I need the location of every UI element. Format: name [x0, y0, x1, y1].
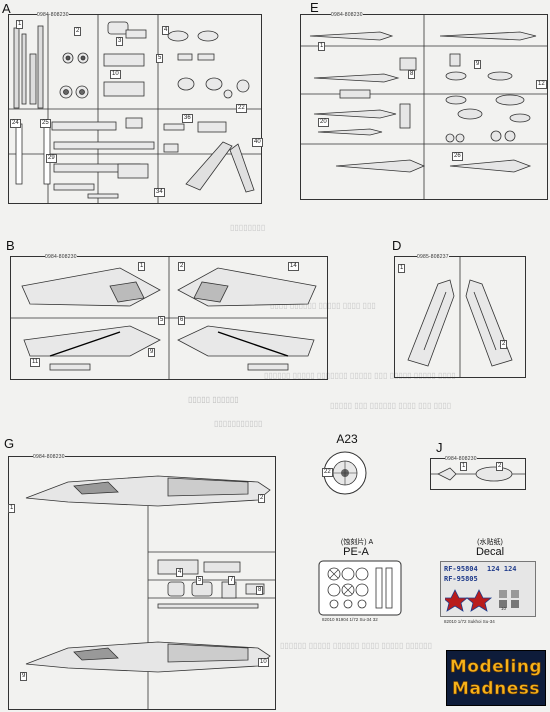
pe-title-cn: (蚀刻片) A — [340, 539, 374, 546]
part-number-g-10: 10 — [258, 658, 269, 667]
modeling-madness-logo: Modeling Madness — [446, 650, 546, 706]
frame-b-label: B — [6, 238, 15, 253]
part-number-a-36: 36 — [182, 114, 193, 123]
a23-part-number: 22 — [322, 468, 333, 477]
part-number-e-8: 8 — [408, 70, 416, 79]
part-number-g-5: 5 — [196, 576, 204, 585]
part-number-a-3: 3 — [116, 37, 124, 46]
frame-g-label: G — [4, 436, 15, 451]
a23-wheel-drawing — [323, 451, 367, 495]
decal-row-2: 124 124 — [487, 565, 517, 573]
sprue-e-parts — [300, 14, 548, 200]
logo-line-1: Modeling — [449, 657, 543, 678]
part-number-g-4: 4 — [176, 568, 184, 577]
part-number-e-9: 9 — [474, 60, 482, 69]
part-number-a-40: 40 — [252, 138, 263, 147]
decal-insignia — [445, 589, 519, 612]
part-number-d-2: 2 — [500, 340, 508, 349]
part-number-j-2: 2 — [496, 462, 504, 471]
sprue-e-code: 0984-808230 — [331, 12, 363, 18]
part-number-g-8: 8 — [256, 586, 264, 595]
part-number-d-1: 1 — [398, 264, 406, 273]
decal-secondary: 10 — [501, 606, 507, 611]
part-number-a-5: 5 — [156, 54, 164, 63]
a23-label: A23 — [336, 432, 358, 446]
part-number-a-34: 34 — [154, 188, 165, 197]
decal-footer: 82010 1/72 Sukhoi Su-34 — [444, 619, 495, 624]
ghost-text-7: ▯▯▯▯▯▯ ▯▯▯▯▯ ▯▯▯▯▯▯ ▯▯▯▯ ▯▯▯▯▯ ▯▯▯▯▯▯ — [280, 641, 432, 650]
part-number-b-2: 2 — [178, 262, 186, 271]
ghost-text-2: ▯▯▯▯ ▯▯▯▯▯▯ ▯▯▯▯▯ ▯▯▯▯ ▯▯▯ — [270, 301, 376, 310]
sprue-j-parts — [430, 466, 526, 482]
sprue-a-parts — [8, 14, 262, 204]
part-number-b-6: 6 — [178, 316, 186, 325]
part-number-b-9: 9 — [148, 348, 156, 357]
ghost-text-4: ▯▯▯▯▯ ▯▯▯▯▯▯ — [188, 395, 239, 404]
sprue-g-parts — [25, 475, 276, 710]
pe-fret-drawing — [318, 560, 402, 616]
part-number-g-2: 2 — [258, 494, 266, 503]
part-number-j-1: 1 — [460, 462, 468, 471]
part-number-b-1: 1 — [138, 262, 146, 271]
sprue-j-code: 0984-808230 — [445, 456, 477, 462]
decal-row-1: RF-95804 — [444, 565, 478, 573]
part-number-a-24: 24 — [10, 119, 21, 128]
sprue-frame-g: 0984-808230 — [8, 454, 276, 710]
decal-sheet: RF-95804 124 124 RF-95805 10 — [440, 561, 536, 617]
part-number-a-25: 25 — [40, 119, 51, 128]
part-number-a-4: 4 — [162, 26, 170, 35]
pe-title-en: PE-A — [343, 546, 369, 558]
ghost-text-3: ▯▯▯▯▯▯ ▯▯▯▯▯ ▯▯▯▯▯▯▯ ▯▯▯▯▯ ▯▯▯ ▯▯▯▯▯ ▯▯▯… — [264, 371, 456, 380]
sprue-d-parts — [407, 256, 513, 378]
sprue-b-code: 0984-808230 — [45, 254, 77, 260]
part-number-g-9: 9 — [20, 672, 28, 681]
part-number-b-11: 11 — [30, 358, 41, 367]
part-number-a-29: 29 — [46, 154, 57, 163]
decal-row-3: RF-95805 — [444, 575, 478, 583]
part-number-e-12: 12 — [536, 80, 547, 89]
part-number-g-1: 1 — [8, 504, 16, 513]
part-number-b-5: 5 — [158, 316, 166, 325]
frame-j-label: J — [436, 440, 443, 455]
decal-title-cn: (水贴纸) — [477, 539, 503, 546]
pe-footer: 82010 91904 1/72 Su-34 32 — [322, 617, 378, 622]
frame-d-label: D — [392, 238, 402, 253]
sprue-a-code: 0984-808230 — [37, 12, 69, 18]
part-number-e-26: 26 — [452, 152, 463, 161]
frame-a-label: A — [2, 1, 11, 16]
ghost-text-6: ▯▯▯▯▯ ▯▯▯ ▯▯▯▯▯▯ ▯▯▯▯ ▯▯▯ ▯▯▯▯ — [330, 401, 452, 410]
ghost-text-1: ▯▯▯▯▯▯▯▯ — [230, 223, 266, 232]
part-number-e-1: 1 — [318, 42, 326, 51]
part-number-b-14: 14 — [288, 262, 299, 271]
part-number-a-2: 2 — [74, 27, 82, 36]
sprue-d-code: 0985-808237 — [417, 254, 449, 260]
frame-e-label: E — [310, 0, 319, 15]
part-number-e-20: 20 — [318, 118, 329, 127]
logo-line-2: Madness — [452, 679, 540, 700]
part-number-a-10: 10 — [110, 70, 121, 79]
sprue-b-parts — [10, 256, 328, 380]
part-number-a-1: 1 — [16, 20, 24, 29]
ghost-text-5: ▯▯▯▯▯▯▯▯▯▯▯ — [214, 419, 263, 428]
decal-title-en: Decal — [475, 546, 505, 558]
sprue-g-code: 0984-808230 — [33, 454, 65, 460]
part-number-g-7: 7 — [228, 576, 236, 585]
part-number-a-22: 22 — [236, 104, 247, 113]
